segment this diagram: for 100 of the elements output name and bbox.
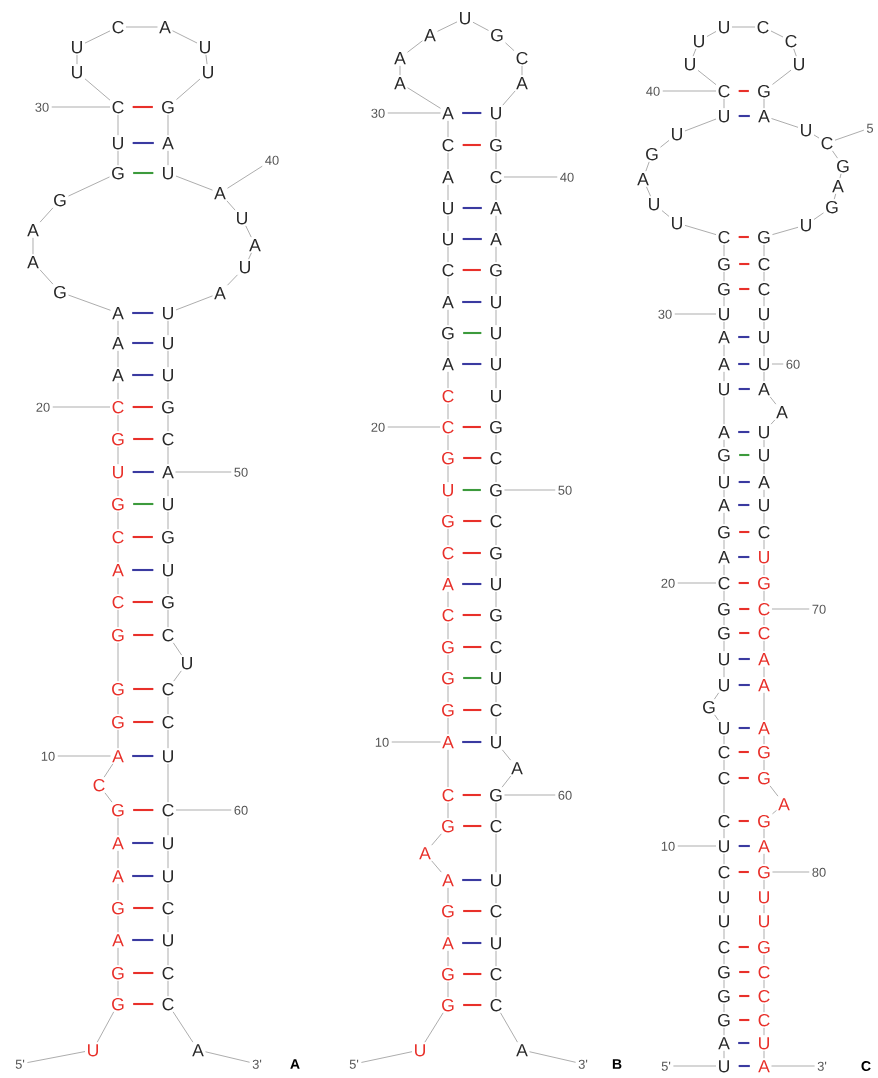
backbone-line: [117, 320, 119, 336]
base-pair-line: [132, 141, 154, 145]
nucleotide-letter: A: [637, 173, 649, 186]
nucleotide-letter: G: [112, 682, 124, 696]
backbone-line: [167, 320, 169, 336]
base-pair-line: [738, 503, 750, 507]
base-pair-line: [738, 1064, 750, 1068]
nucleotide-letter: U: [163, 837, 173, 850]
leader-line: [834, 129, 865, 141]
backbone-line: [245, 225, 252, 238]
nucleotide-letter: A: [442, 358, 454, 371]
nucleotide-letter: C: [758, 257, 770, 271]
backbone-line: [723, 512, 725, 525]
backbone-line: [500, 1012, 518, 1043]
backbone-line: [763, 321, 765, 330]
nucleotide-letter: U: [113, 466, 123, 479]
nucleotide-letter: U: [759, 426, 769, 439]
backbone-line: [723, 666, 725, 678]
base-pair-line: [738, 480, 750, 484]
nucleotide-letter: A: [516, 1044, 528, 1057]
backbone-line: [495, 309, 497, 326]
base-pair-line: [133, 502, 154, 506]
nucleotide-letter: U: [491, 327, 501, 340]
backbone-line: [176, 78, 201, 100]
nucleotide-letter: A: [249, 239, 261, 252]
nucleotide-letter: C: [93, 778, 105, 792]
nucleotide-letter: C: [112, 100, 124, 114]
backbone-line: [763, 954, 765, 965]
backbone-line: [447, 591, 449, 608]
backbone-line: [833, 193, 837, 200]
nucleotide-letter: U: [759, 449, 769, 462]
backbone-line: [167, 817, 169, 836]
nucleotide-letter: G: [54, 285, 66, 299]
nucleotide-letter: C: [758, 626, 770, 640]
backbone-line: [117, 350, 119, 368]
backbone-line: [723, 759, 725, 771]
backbone-line: [205, 54, 208, 65]
base-pair-line: [132, 600, 153, 604]
base-pair-line: [738, 657, 750, 661]
backbone-line: [763, 666, 765, 678]
backbone-line: [763, 489, 765, 498]
base-pair-line: [133, 171, 154, 175]
base-pair-line: [738, 555, 750, 559]
backbone-line: [447, 981, 449, 998]
backbone-line: [714, 692, 719, 700]
backbone-line: [763, 564, 765, 576]
backbone-line: [763, 1027, 765, 1036]
base-pair-line: [462, 878, 482, 882]
backbone-line: [431, 833, 442, 846]
nucleotide-letter: A: [214, 187, 226, 200]
backbone-line: [723, 564, 725, 576]
base-pair-line: [462, 143, 481, 147]
panel-label: B: [612, 1059, 622, 1069]
base-pair-line: [462, 941, 482, 945]
base-pair-line: [738, 114, 750, 118]
backbone-line: [660, 140, 670, 148]
nucleotide-letter: A: [112, 934, 124, 947]
nucleotide-letter: U: [182, 657, 192, 670]
nucleotide-letter: A: [758, 110, 770, 123]
backbone-line: [763, 539, 765, 550]
backbone-line: [173, 670, 182, 682]
nucleotide-letter: G: [442, 671, 454, 685]
base-pair-line: [132, 535, 153, 539]
nucleotide-letter: U: [443, 233, 453, 246]
nucleotide-letter: A: [424, 29, 436, 42]
nucleotide-letter: C: [162, 628, 174, 642]
nucleotide-letter: U: [759, 891, 769, 904]
nucleotide-letter: G: [646, 147, 658, 161]
backbone-line: [495, 654, 497, 671]
base-pair-line: [739, 607, 750, 611]
backbone-line: [772, 69, 792, 85]
position-number: 20: [661, 578, 675, 588]
backbone-line: [723, 785, 725, 814]
backbone-line: [447, 152, 449, 170]
nucleotide-letter: G: [54, 193, 66, 207]
nucleotide-letter: A: [718, 426, 730, 439]
backbone-line: [447, 434, 449, 451]
base-pair-line: [738, 362, 750, 366]
nucleotide-letter: A: [192, 1044, 204, 1057]
base-pair-line: [462, 237, 482, 241]
panel-label: A: [290, 1059, 300, 1069]
nucleotide-letter: G: [112, 966, 124, 980]
nucleotide-letter: U: [759, 551, 769, 564]
backbone-line: [407, 87, 441, 109]
nucleotide-letter: G: [718, 602, 730, 616]
backbone-line: [226, 200, 236, 211]
backbone-line: [763, 879, 765, 890]
nucleotide-letter: A: [112, 750, 124, 763]
nucleotide-letter: C: [442, 389, 454, 403]
base-pair-line: [133, 633, 154, 637]
backbone-line: [167, 446, 169, 465]
backbone-line: [96, 1011, 115, 1043]
nucleotide-letter: A: [112, 564, 124, 577]
nucleotide-letter: C: [162, 682, 174, 696]
backbone-line: [763, 371, 765, 382]
nucleotide-letter: C: [785, 34, 797, 48]
nucleotide-letter: G: [490, 788, 502, 802]
nucleotide-letter: U: [719, 1060, 729, 1073]
backbone-line: [447, 277, 449, 295]
base-pair-line: [132, 568, 154, 572]
